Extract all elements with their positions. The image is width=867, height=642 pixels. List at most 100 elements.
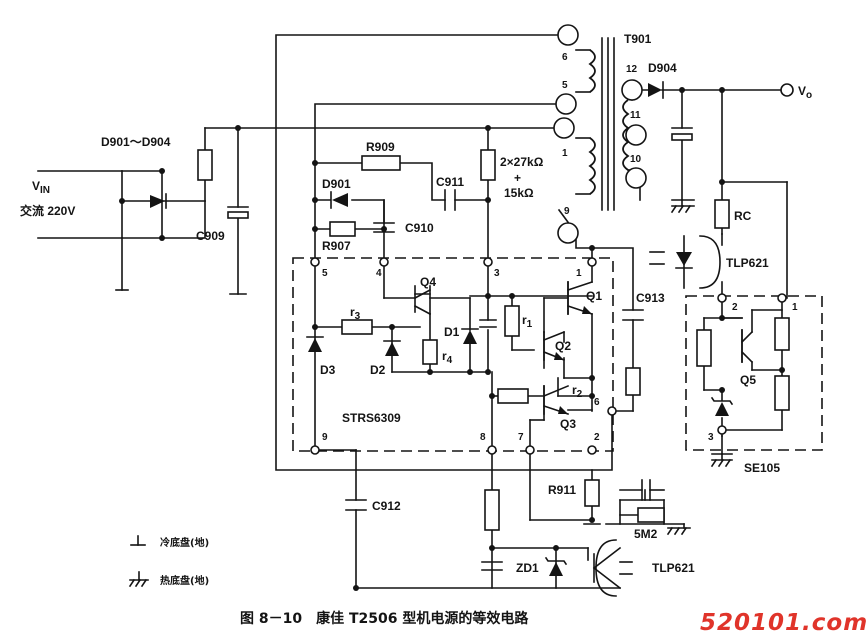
wiring xyxy=(37,34,788,590)
pin-t-10: 10 xyxy=(630,154,642,165)
label-c911: C911 xyxy=(436,175,464,189)
pin-ic-3: 3 xyxy=(494,268,500,279)
pin-ic-5: 5 xyxy=(322,268,328,279)
pin-ic-8: 8 xyxy=(480,432,486,443)
pin-se-1: 1 xyxy=(792,302,798,313)
pin-se-3: 3 xyxy=(708,432,714,443)
label-c912: C912 xyxy=(372,499,401,513)
capacitor-c913 xyxy=(622,309,644,321)
label-d2: D2 xyxy=(370,363,386,377)
resistor-r3 xyxy=(341,319,373,335)
terminal-t11 xyxy=(625,124,647,146)
capacitor-c909 xyxy=(227,206,249,219)
pin-ic-1: 1 xyxy=(576,268,582,279)
resistor-c913-series xyxy=(625,367,641,396)
resistor-se105-top xyxy=(774,317,790,351)
ic-boundary xyxy=(292,257,614,452)
bridge-diode-symbol xyxy=(150,193,167,209)
pin-ic-4: 4 xyxy=(376,268,382,279)
pin-ic-2: 2 xyxy=(594,432,600,443)
resistor-divider xyxy=(480,149,496,181)
legend xyxy=(128,535,149,588)
terminal-t12 xyxy=(621,79,643,101)
label-rdiv-plus: + xyxy=(514,171,521,185)
label-t901: T901 xyxy=(624,32,652,46)
capacitor-output xyxy=(671,127,693,141)
resistor-r909 xyxy=(361,155,401,171)
label-r1: r1 xyxy=(522,313,533,330)
resistor-r1 xyxy=(504,305,520,337)
label-se105: SE105 xyxy=(744,461,780,475)
capacitor-5m2 xyxy=(619,479,665,501)
label-vin: VIN xyxy=(32,179,50,196)
capacitor-c912 xyxy=(345,499,367,511)
resistor-bridge xyxy=(197,149,213,181)
label-q2: Q2 xyxy=(555,339,571,353)
label-c909: C909 xyxy=(196,229,225,243)
junction-dots xyxy=(119,87,787,591)
label-d901: D901 xyxy=(322,177,351,191)
label-bridge: D901～D904 xyxy=(101,135,171,149)
resistor-r911 xyxy=(584,479,600,507)
label-rc: RC xyxy=(734,209,752,223)
resistor-r4 xyxy=(422,339,438,365)
label-rdiv-top: 2×27kΩ xyxy=(500,155,544,169)
label-r909: R909 xyxy=(366,140,395,154)
transistor-q2 xyxy=(542,330,566,362)
label-r4: r4 xyxy=(442,349,453,366)
resistor-se105-bot xyxy=(774,375,790,411)
diode-d904 xyxy=(648,81,664,99)
label-vo: Vo xyxy=(798,84,812,101)
zener-se105 xyxy=(710,396,734,416)
resistor-5m2 xyxy=(637,507,665,523)
diode-d2 xyxy=(383,340,401,356)
hot-ground-symbols xyxy=(666,199,733,536)
transistor-q1 xyxy=(566,280,594,316)
diode-d3 xyxy=(306,336,324,352)
label-5m2: 5M2 xyxy=(634,527,658,541)
figure-caption: 图 8－10 康佳 T2506 型机电源的等效电路 xyxy=(240,610,529,627)
pin-se-2: 2 xyxy=(732,302,738,313)
label-q5: Q5 xyxy=(740,373,756,387)
capacitor-internal xyxy=(479,319,497,328)
resistor-rc xyxy=(714,199,730,229)
se105-boundary xyxy=(685,295,823,451)
optocoupler-top-led xyxy=(649,235,693,289)
label-c913: C913 xyxy=(636,291,665,305)
label-r2: r2 xyxy=(572,383,583,400)
transistor-q3 xyxy=(542,384,570,416)
capacitor-c911 xyxy=(444,189,456,211)
label-tlp621-bot: TLP621 xyxy=(652,561,695,575)
pin-t-9: 9 xyxy=(564,206,570,217)
resistor-pin8 xyxy=(484,489,500,531)
pin-t-11: 11 xyxy=(630,110,641,121)
terminal-vo xyxy=(780,83,794,97)
label-zd1: ZD1 xyxy=(516,561,539,575)
label-c910: C910 xyxy=(405,221,434,235)
label-d3: D3 xyxy=(320,363,336,377)
label-tlp621-top: TLP621 xyxy=(726,256,769,270)
pin-t-12: 12 xyxy=(626,64,638,75)
label-q3: Q3 xyxy=(560,417,576,431)
resistor-se105-left xyxy=(696,329,712,367)
legend-hot-text: 热底盘(地) xyxy=(160,574,209,587)
label-ac: 交流 220V xyxy=(20,203,75,218)
diode-d901 xyxy=(330,191,348,209)
ic-pin-dots xyxy=(310,257,617,455)
terminal-t6 xyxy=(557,24,579,46)
label-ic: STRS6309 xyxy=(342,411,401,425)
pin-ic-9: 9 xyxy=(322,432,328,443)
resistor-r907 xyxy=(329,221,356,237)
capacitor-pin8 xyxy=(481,561,503,571)
label-q4: Q4 xyxy=(420,275,436,289)
pin-ic-7: 7 xyxy=(518,432,524,443)
pin-t-1: 1 xyxy=(562,148,568,159)
pin-t-5: 5 xyxy=(562,80,568,91)
label-q1: Q1 xyxy=(586,289,602,303)
diode-d1 xyxy=(461,328,479,344)
pin-ic-6: 6 xyxy=(594,397,600,408)
transistor-q4 xyxy=(413,285,432,316)
label-r3: r3 xyxy=(350,305,361,322)
optocoupler-bottom xyxy=(593,539,633,597)
